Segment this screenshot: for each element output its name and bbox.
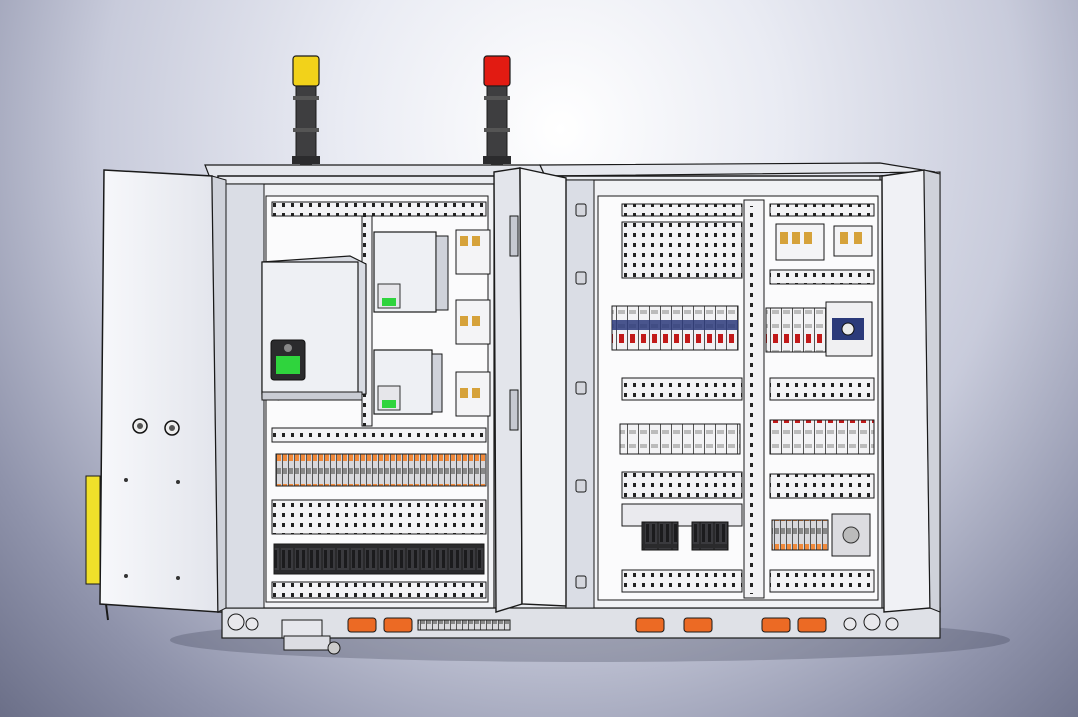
cable-gland-icon — [347, 617, 827, 633]
wire-duct-mid-left — [271, 427, 487, 443]
drive-lower — [373, 349, 443, 415]
stack-light-red-icon — [483, 55, 511, 180]
door-strip — [85, 475, 101, 585]
stack-light-yellow-icon — [292, 55, 320, 180]
variable-frequency-drive-icon — [261, 255, 367, 401]
wire-duct-top-left — [271, 201, 487, 217]
power-supply-2 — [691, 521, 729, 551]
left-door — [85, 169, 227, 621]
wire-duct-bottom-left — [271, 581, 487, 599]
relay-row — [273, 543, 485, 575]
terminal-block-row — [275, 453, 487, 487]
drive-upper — [373, 231, 449, 313]
small-glands — [227, 613, 899, 631]
hinges — [575, 203, 587, 589]
breaker-row-right — [769, 419, 875, 455]
right-door — [881, 169, 941, 613]
mounting-bracket — [281, 619, 341, 655]
breaker-row-left — [619, 423, 741, 455]
middle-door — [493, 167, 567, 613]
power-supply-1 — [641, 521, 679, 551]
right-compartment — [565, 179, 883, 609]
left-compartment — [225, 183, 495, 609]
wire-duct-lower-left — [271, 499, 487, 535]
contactor-stack-left — [455, 229, 491, 417]
